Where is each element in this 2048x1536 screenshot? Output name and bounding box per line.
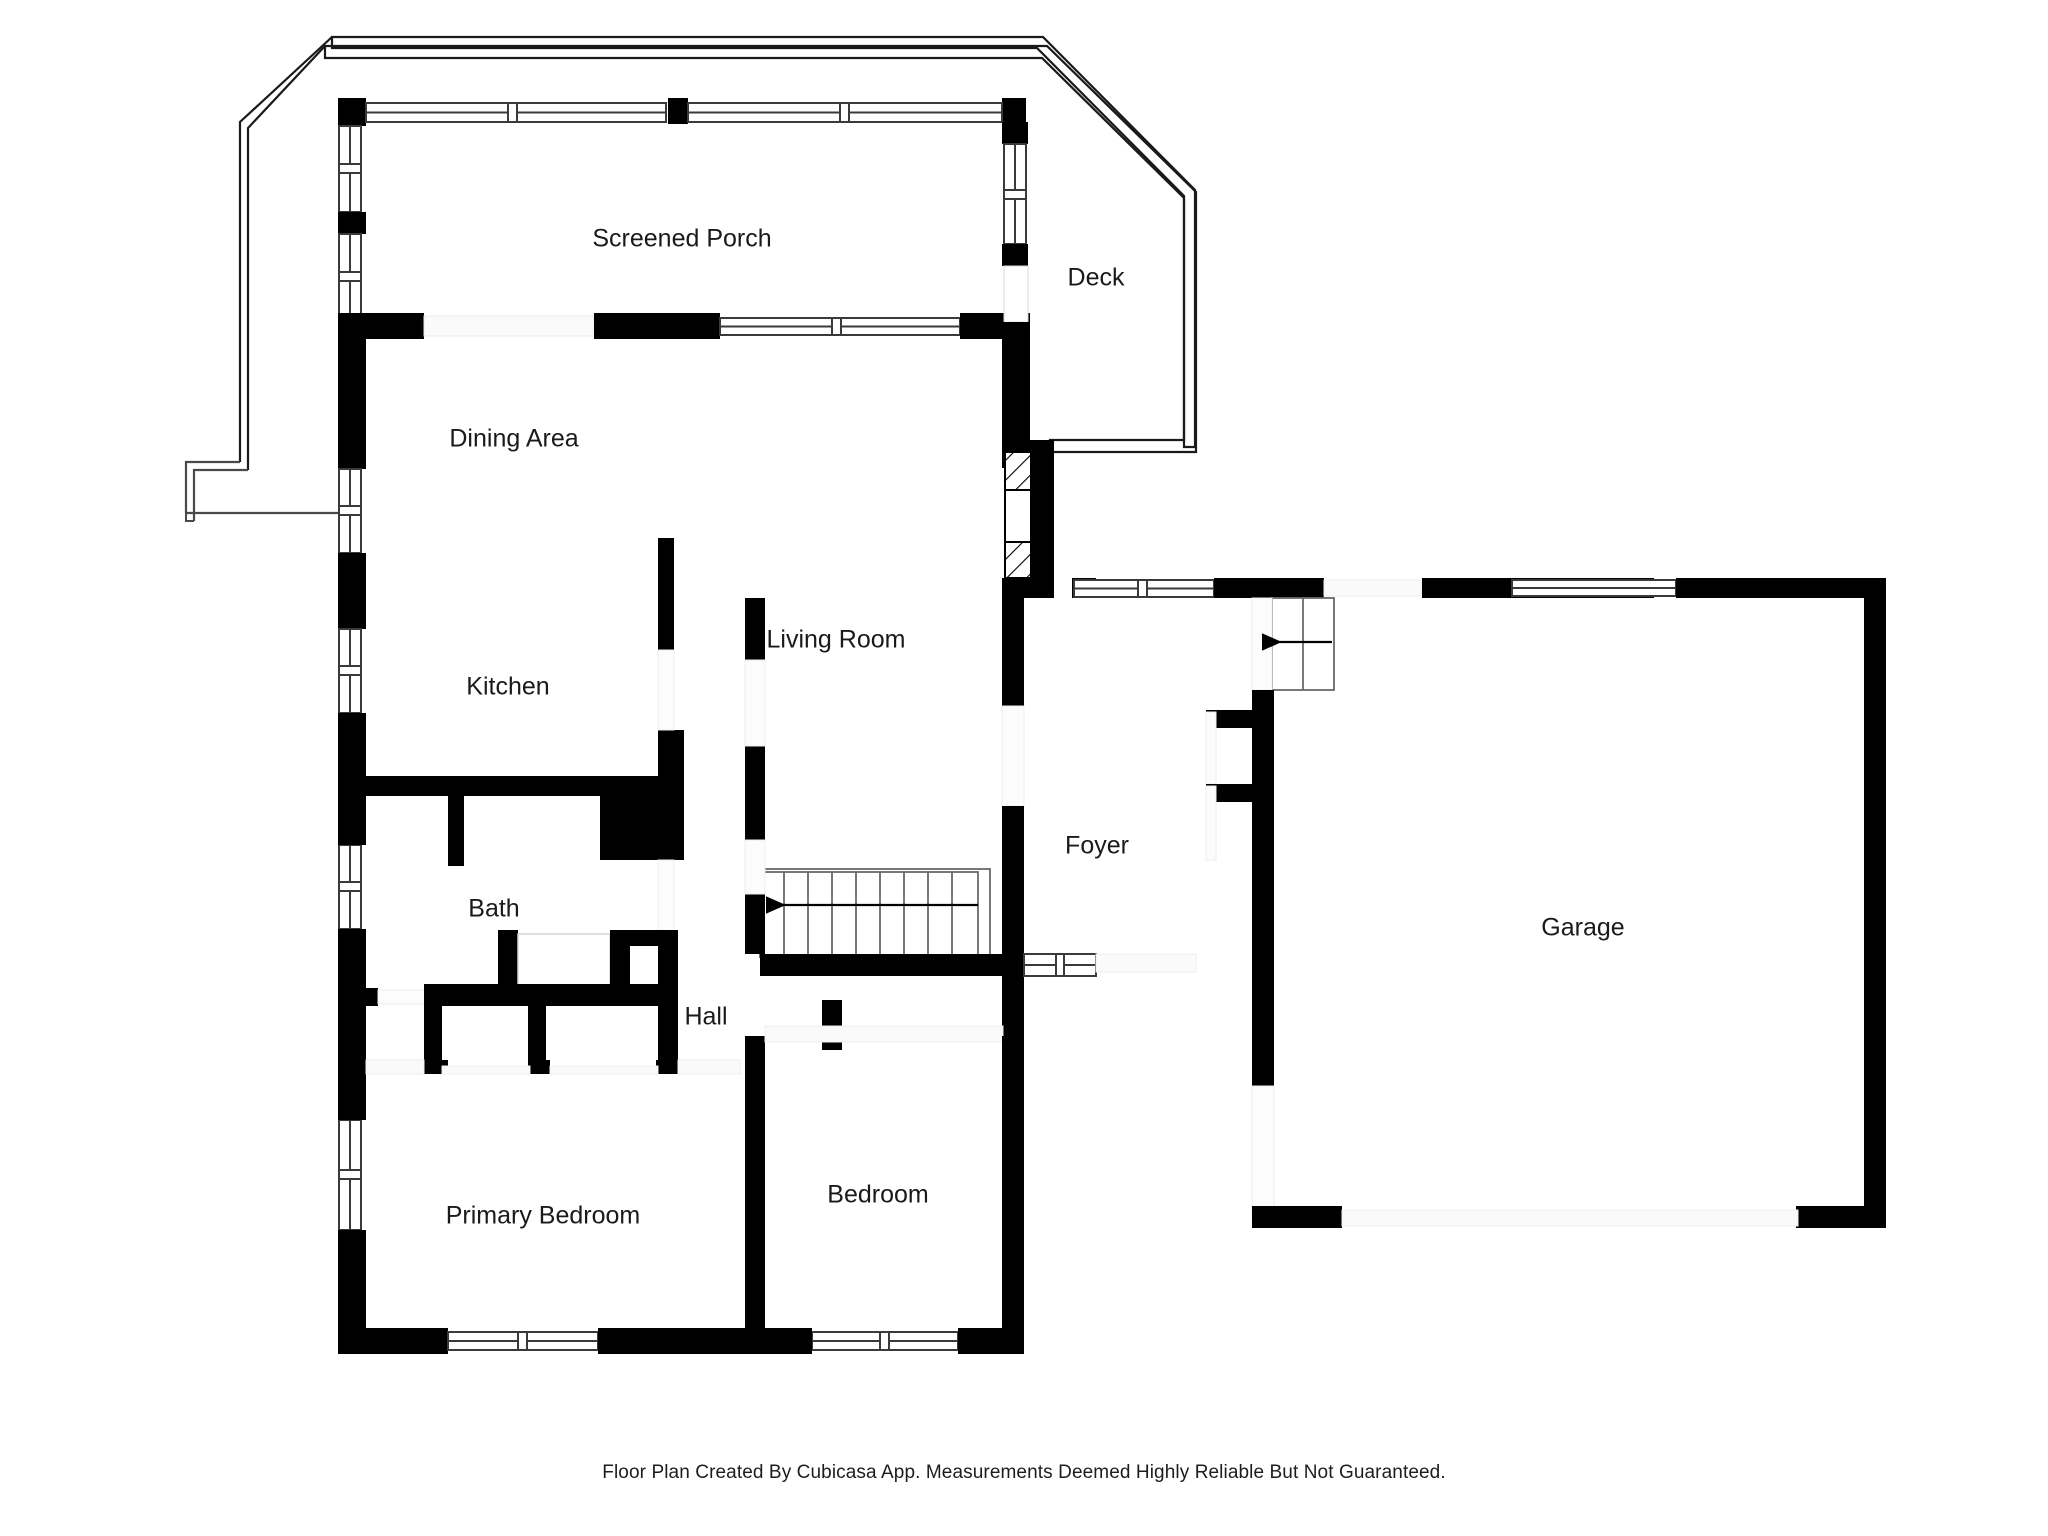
porch-dining-divider-wall bbox=[338, 313, 1030, 339]
wall-stub-kitchen-north bbox=[658, 538, 674, 650]
window-group-kitchen-west bbox=[338, 628, 362, 714]
main-stair bbox=[759, 868, 991, 958]
exterior-steps-outline bbox=[184, 460, 340, 521]
window-group-porch-left-2 bbox=[338, 233, 362, 321]
window-group-porch-top-right bbox=[687, 102, 1003, 123]
foyer-north-wall bbox=[1072, 578, 1482, 598]
room-label-kitchen: Kitchen bbox=[466, 673, 549, 701]
room-labels: Screened Porch Deck Dining Area Living R… bbox=[446, 225, 1625, 1230]
deck-left-edge bbox=[238, 36, 333, 470]
room-label-bedroom: Bedroom bbox=[827, 1181, 928, 1209]
wall-hall-north bbox=[424, 984, 678, 1006]
exterior-walls bbox=[338, 98, 1054, 1350]
wall-bedroom-east bbox=[1002, 1036, 1024, 1350]
window-foyer-north bbox=[1073, 579, 1215, 598]
disclaimer-text: Floor Plan Created By Cubicasa App. Meas… bbox=[602, 1462, 1446, 1483]
garage-door-opening bbox=[1511, 579, 1677, 597]
window-group-porch-top-left bbox=[365, 102, 667, 123]
kitchen-peninsula bbox=[600, 776, 684, 860]
living-foyer-divider bbox=[744, 598, 1025, 1036]
wall-corner-ne-porch bbox=[1002, 98, 1026, 126]
garage-walls bbox=[1252, 578, 1886, 1228]
window-group-porch-left bbox=[338, 125, 362, 213]
room-label-foyer: Foyer bbox=[1065, 832, 1129, 860]
room-label-bath: Bath bbox=[468, 895, 519, 923]
wall-corner-nw bbox=[338, 98, 366, 126]
window-group-bath-west bbox=[338, 844, 362, 930]
door-garage-to-foyer bbox=[1023, 953, 1197, 977]
bedroom-walls bbox=[745, 1000, 1024, 1350]
porch-deck-opening bbox=[1003, 265, 1029, 323]
wall-living-west bbox=[745, 598, 765, 954]
kitchen-walls bbox=[352, 538, 684, 939]
wall-hall-stair-south bbox=[760, 954, 1024, 976]
window-dining-north bbox=[719, 317, 961, 336]
room-label-garage: Garage bbox=[1541, 914, 1624, 942]
wall-living-east-upper bbox=[1002, 322, 1030, 452]
foyer-stair bbox=[1251, 597, 1335, 691]
wall-garage-north-right bbox=[1676, 578, 1884, 598]
bath-and-hall-walls bbox=[352, 930, 741, 1075]
window-group-dining-west bbox=[338, 468, 362, 554]
wall-kitchen-west bbox=[338, 553, 366, 629]
foyer-closet-walls bbox=[1205, 690, 1275, 1223]
wall-pier-porch-left bbox=[338, 212, 366, 234]
window-group-porch-right bbox=[1003, 143, 1027, 245]
room-label-dining-area: Dining Area bbox=[449, 425, 578, 453]
wall-pier-porch-top bbox=[668, 98, 688, 124]
screened-porch-block bbox=[340, 117, 1012, 320]
room-label-living-room: Living Room bbox=[767, 626, 906, 654]
room-label-primary-bedroom: Primary Bedroom bbox=[446, 1202, 641, 1230]
window-bedroom-south bbox=[811, 1331, 959, 1351]
window-group-primary-west bbox=[338, 1119, 362, 1231]
wall-dining-west-upper bbox=[338, 339, 366, 469]
wall-bedroom-west bbox=[745, 1036, 765, 1350]
room-label-deck: Deck bbox=[1068, 264, 1125, 292]
room-label-hall: Hall bbox=[684, 1003, 727, 1031]
window-primary-south bbox=[447, 1331, 599, 1351]
wall-kitchen-south bbox=[352, 776, 658, 796]
south-exterior-wall bbox=[338, 1328, 1024, 1354]
room-label-screened-porch: Screened Porch bbox=[592, 225, 771, 253]
wall-garage-east bbox=[1864, 578, 1886, 1226]
dining-living-block bbox=[340, 320, 1012, 780]
